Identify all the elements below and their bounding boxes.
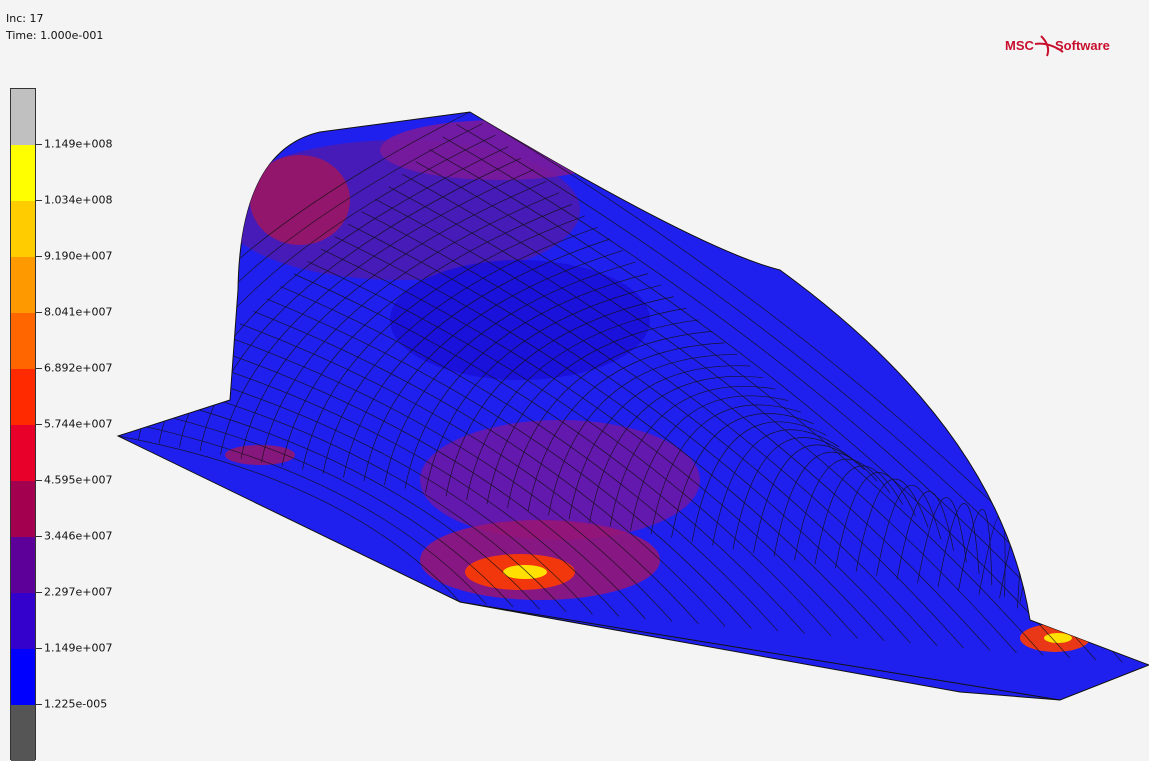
stress-hotspot-2-inner — [1044, 633, 1072, 643]
logo-swoosh — [1034, 35, 1064, 57]
color-legend-bar — [10, 88, 36, 761]
legend-tick — [36, 592, 42, 593]
legend-tick — [36, 256, 42, 257]
legend-color-segment — [11, 313, 35, 369]
legend-label: 9.190e+007 — [44, 249, 113, 263]
legend-label: 2.297e+007 — [44, 585, 113, 599]
legend-tick — [36, 536, 42, 537]
legend-label: 6.892e+007 — [44, 361, 113, 375]
legend-color-segment — [11, 537, 35, 593]
legend-color-segment — [11, 145, 35, 201]
msc-software-logo: MSC Software — [1005, 35, 1110, 57]
legend-label: 3.446e+007 — [44, 529, 113, 543]
legend-tick — [36, 648, 42, 649]
legend-color-segment — [11, 425, 35, 481]
legend-label: 5.744e+007 — [44, 417, 113, 431]
stress-region-lower — [420, 420, 700, 540]
stress-region-mid — [390, 260, 650, 380]
stress-region-cap — [250, 155, 350, 245]
legend-tick — [36, 704, 42, 705]
legend-color-segment — [11, 593, 35, 649]
legend-label: 1.034e+008 — [44, 193, 113, 207]
legend-tick — [36, 144, 42, 145]
legend-color-segment — [11, 369, 35, 425]
legend-label: 1.149e+007 — [44, 641, 113, 655]
legend-color-segment — [11, 481, 35, 537]
time-label: Time: 1.000e-001 — [6, 29, 104, 42]
legend-tick — [36, 480, 42, 481]
legend-tick — [36, 312, 42, 313]
result-info: Inc: 17 Time: 1.000e-001 — [6, 10, 103, 44]
legend-tick — [36, 368, 42, 369]
logo-right-text: Software — [1055, 38, 1110, 53]
legend-label: 1.149e+008 — [44, 137, 113, 151]
part-surface — [116, 111, 1149, 701]
logo-left-text: MSC — [1005, 38, 1035, 53]
legend-color-segment — [11, 201, 35, 257]
legend-label: 1.225e-005 — [44, 697, 108, 711]
legend-label: 4.595e+007 — [44, 473, 113, 487]
flange-edge — [459, 601, 1061, 701]
increment-label: Inc: 17 — [6, 12, 44, 25]
legend-label: 8.041e+007 — [44, 305, 113, 319]
legend-color-segment — [11, 649, 35, 705]
legend-color-segment — [11, 257, 35, 313]
legend-tick — [36, 424, 42, 425]
mesh-grid — [118, 112, 1149, 666]
legend-color-segment — [11, 89, 35, 145]
stress-hotspot-1-inner — [503, 565, 547, 579]
legend-tick — [36, 200, 42, 201]
legend-color-segment — [11, 705, 35, 761]
